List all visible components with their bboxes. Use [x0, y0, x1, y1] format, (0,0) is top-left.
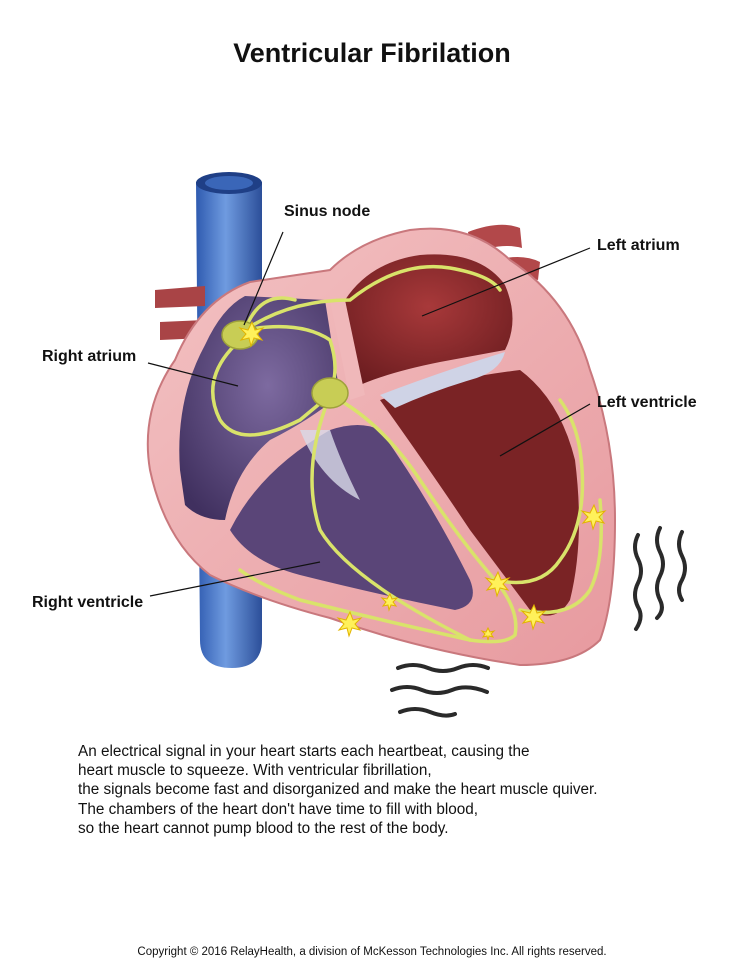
label-sinus-node: Sinus node — [284, 203, 371, 220]
right-ventricle-chamber — [230, 425, 473, 610]
av-node — [311, 377, 349, 409]
caption-line: An electrical signal in your heart start… — [78, 743, 530, 760]
label-right-atrium: Right atrium — [42, 348, 137, 365]
label-right-ventricle: Right ventricle — [32, 594, 144, 611]
left-ventricle-chamber — [380, 370, 579, 616]
caption-line: the signals become fast and disorganized… — [78, 781, 598, 799]
quiver-marks — [390, 526, 687, 718]
page-title: Ventricular Fibrilation — [233, 38, 511, 68]
caption-line: so the heart cannot pump blood to the re… — [78, 819, 449, 837]
caption-line: The chambers of the heart don't have tim… — [78, 800, 479, 818]
right-atrium-chamber — [179, 296, 340, 520]
label-left-atrium: Left atrium — [597, 237, 680, 254]
spark-icons — [238, 320, 607, 641]
copyright: Copyright © 2016 RelayHealth, a division… — [137, 946, 607, 958]
conduction-system — [211, 264, 603, 644]
label-left-ventricle: Left ventricle — [597, 394, 697, 411]
caption: An electrical signal in your heart start… — [78, 742, 698, 838]
caption-line: heart muscle to squeeze. With ventricula… — [78, 762, 432, 780]
left-atrium-chamber — [345, 254, 513, 385]
leader-lines — [147, 231, 591, 597]
